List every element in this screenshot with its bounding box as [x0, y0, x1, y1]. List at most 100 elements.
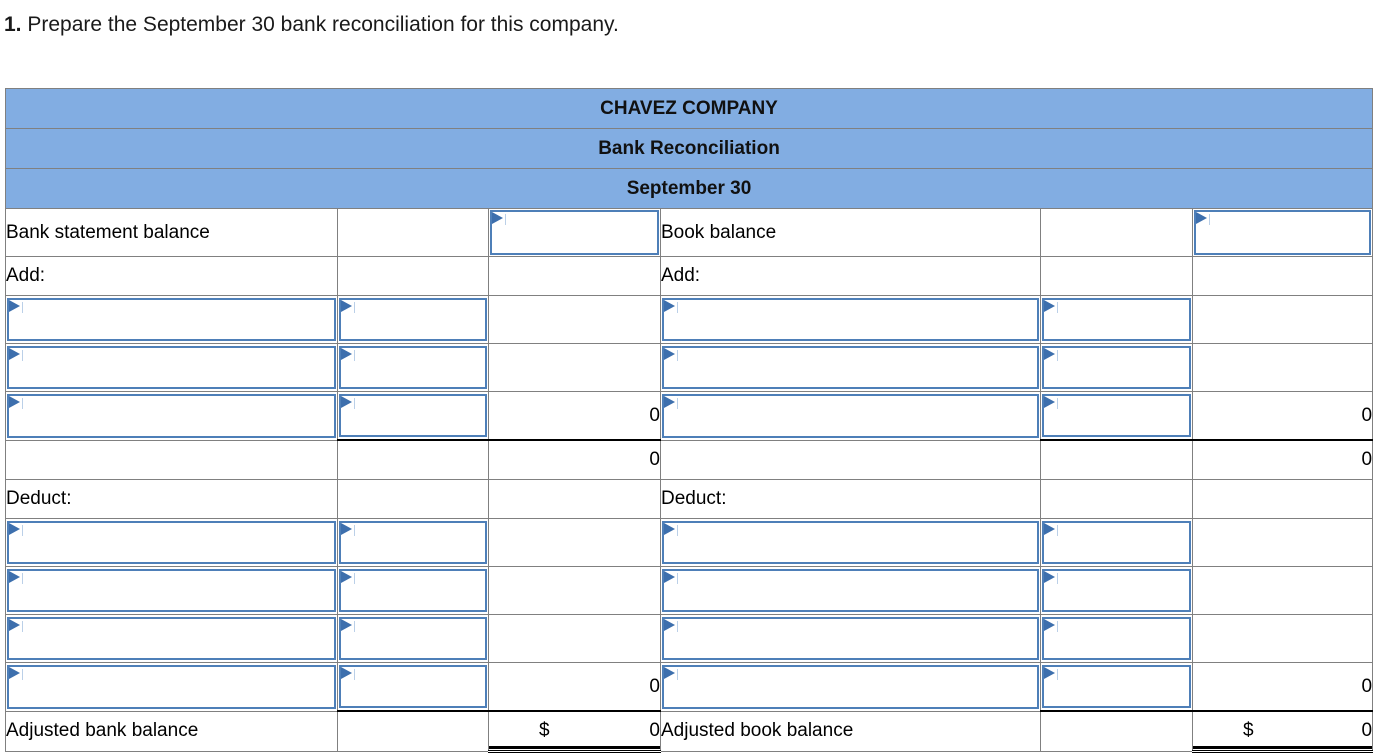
right-add-description-input[interactable]: [662, 346, 1039, 389]
left-add-amount-input[interactable]: [339, 394, 487, 437]
right-deduct-amount-input[interactable]: [1042, 665, 1191, 708]
deduct-row: [5, 614, 1374, 663]
left-add-description-cell[interactable]: [5, 295, 338, 344]
adjusted-bank-balance-value-cell: $ 0: [488, 710, 661, 753]
left-deduct-total-cell: [488, 566, 661, 615]
adjusted-bank-balance-label: Adjusted bank balance: [5, 710, 338, 752]
worksheet-title-row-company: CHAVEZ COMPANY: [4, 88, 1374, 129]
right-add-subtotal: 0: [1191, 439, 1374, 480]
book-balance-input[interactable]: [1194, 210, 1372, 255]
right-deduct-amount-input[interactable]: [1042, 617, 1191, 660]
left-deduct-amount-input[interactable]: [339, 521, 487, 564]
book-balance-label: Book balance: [660, 208, 1041, 257]
adjusted-balance-row: Adjusted bank balance $ 0 Adjusted book …: [5, 710, 1374, 753]
right-deduct-description-input[interactable]: [662, 569, 1039, 612]
left-deduct-description-cell[interactable]: [5, 614, 338, 663]
left-add-subtotal: 0: [488, 439, 661, 480]
right-add-description-input[interactable]: [662, 394, 1039, 438]
left-deduct-description-input[interactable]: [7, 569, 336, 612]
left-add-amount-cell[interactable]: [337, 295, 489, 344]
right-add-description-cell[interactable]: [660, 391, 1041, 441]
right-deduct-amount-cell[interactable]: [1040, 518, 1193, 567]
right-deduct-description-cell[interactable]: [660, 566, 1041, 615]
left-add-description-input[interactable]: [7, 394, 336, 438]
right-deduct-description-cell[interactable]: [660, 614, 1041, 663]
right-opening-spacer-cell: [1040, 208, 1193, 257]
left-add-amount-cell[interactable]: [337, 391, 489, 441]
left-deduct-amount-input[interactable]: [339, 617, 487, 660]
add-row: [5, 343, 1374, 392]
left-deduct-description-cell[interactable]: [5, 518, 338, 567]
right-add-amount-cell[interactable]: [1040, 295, 1193, 344]
adjusted-book-balance-label: Adjusted book balance: [660, 710, 1041, 752]
deduct-section-header-row: Deduct: Deduct:: [5, 479, 1374, 519]
left-add-total-cell: 0: [488, 391, 661, 441]
add-subtotal-row: 0 0: [5, 439, 1374, 480]
left-add-description-input[interactable]: [7, 298, 336, 341]
left-deduct-total-cell: [488, 614, 661, 663]
right-deduct-total-cell: [1191, 566, 1374, 615]
left-add-amount-cell[interactable]: [337, 343, 489, 392]
left-deduct-description-cell[interactable]: [5, 566, 338, 615]
left-deduct-description-cell[interactable]: [5, 662, 338, 712]
right-deduct-label: Deduct:: [660, 479, 1041, 519]
left-deduct-description-input[interactable]: [7, 617, 336, 660]
question-text: Prepare the September 30 bank reconcilia…: [27, 13, 619, 36]
right-add-amount-cell[interactable]: [1040, 391, 1193, 441]
right-deduct-description-input[interactable]: [662, 521, 1039, 564]
left-deduct-amount-cell[interactable]: [337, 614, 489, 663]
right-add-amount-input[interactable]: [1042, 298, 1191, 341]
left-deduct-amount-input[interactable]: [339, 569, 487, 612]
right-deduct-header-spacer-1: [1040, 479, 1193, 519]
left-deduct-description-input[interactable]: [7, 665, 336, 709]
right-add-amount-input[interactable]: [1042, 346, 1191, 389]
left-add-amount-input[interactable]: [339, 346, 487, 389]
right-deduct-total-cell: 0: [1191, 662, 1374, 712]
right-deduct-amount-cell[interactable]: [1040, 662, 1193, 712]
left-add-description-cell[interactable]: [5, 343, 338, 392]
worksheet-title-row-statement: Bank Reconciliation: [4, 128, 1374, 169]
right-deduct-amount-cell[interactable]: [1040, 614, 1193, 663]
left-opening-spacer-cell: [337, 208, 489, 257]
right-add-description-cell[interactable]: [660, 343, 1041, 392]
right-add-description-cell[interactable]: [660, 295, 1041, 344]
add-section-header-row: Add: Add:: [5, 256, 1374, 296]
right-add-amount-cell[interactable]: [1040, 343, 1193, 392]
left-deduct-amount-input[interactable]: [339, 665, 487, 708]
right-deduct-amount-input[interactable]: [1042, 569, 1191, 612]
left-deduct-total-cell: 0: [488, 662, 661, 712]
bank-statement-balance-input[interactable]: [490, 210, 659, 255]
left-opening-amount-cell[interactable]: [488, 208, 661, 257]
right-deduct-description-input[interactable]: [662, 617, 1039, 660]
left-add-total-cell: [488, 343, 661, 392]
right-deduct-total-cell: [1191, 614, 1374, 663]
right-add-total-cell: [1191, 295, 1374, 344]
left-add-amount-input[interactable]: [339, 298, 487, 341]
left-deduct-total-cell: [488, 518, 661, 567]
left-add-header-spacer-2: [488, 256, 661, 296]
left-add-description-cell[interactable]: [5, 391, 338, 441]
bank-statement-balance-label: Bank statement balance: [5, 208, 338, 257]
deduct-row: [5, 566, 1374, 615]
left-deduct-header-spacer-1: [337, 479, 489, 519]
right-opening-amount-cell[interactable]: [1191, 208, 1374, 257]
right-deduct-amount-input[interactable]: [1042, 521, 1191, 564]
left-deduct-description-input[interactable]: [7, 521, 336, 564]
left-deduct-header-spacer-2: [488, 479, 661, 519]
left-deduct-amount-cell[interactable]: [337, 662, 489, 712]
left-deduct-amount-cell[interactable]: [337, 518, 489, 567]
right-deduct-amount-cell[interactable]: [1040, 566, 1193, 615]
right-add-description-input[interactable]: [662, 298, 1039, 341]
left-deduct-amount-cell[interactable]: [337, 566, 489, 615]
right-add-amount-input[interactable]: [1042, 394, 1191, 437]
left-adjusted-spacer: [337, 710, 489, 752]
statement-date: September 30: [4, 168, 1374, 209]
statement-name: Bank Reconciliation: [4, 128, 1374, 169]
right-deduct-description-cell[interactable]: [660, 518, 1041, 567]
left-add-description-input[interactable]: [7, 346, 336, 389]
right-deduct-description-cell[interactable]: [660, 662, 1041, 712]
opening-balance-row: Bank statement balance Book balance: [5, 208, 1374, 257]
left-add-label: Add:: [5, 256, 338, 296]
bank-reconciliation-worksheet: CHAVEZ COMPANY Bank Reconciliation Septe…: [4, 88, 1374, 753]
right-deduct-description-input[interactable]: [662, 665, 1039, 709]
